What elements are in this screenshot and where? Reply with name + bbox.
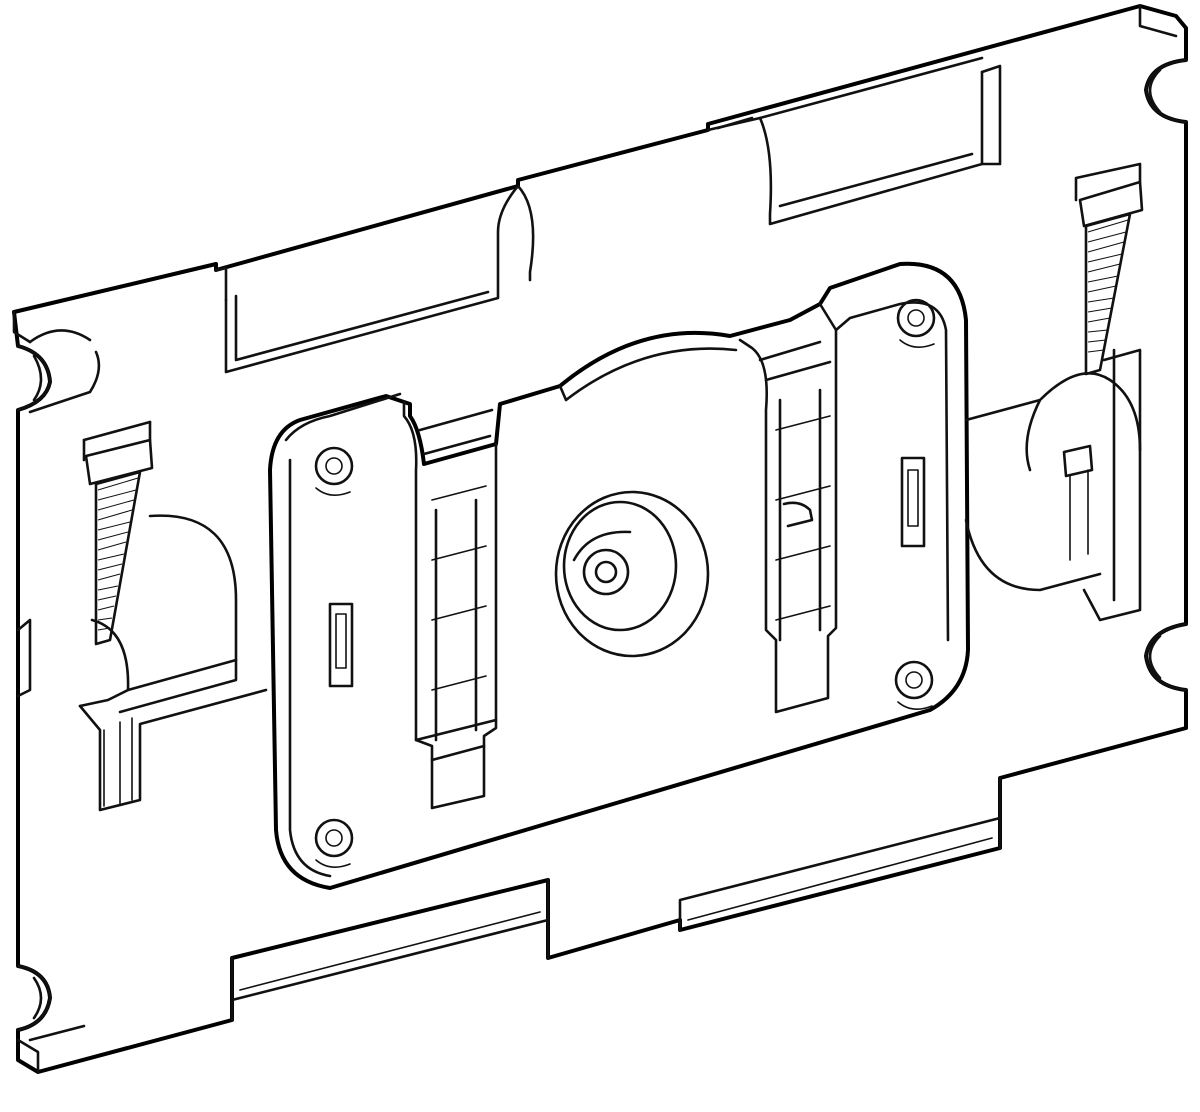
base-plate — [12, 4, 1188, 1074]
top-rail — [224, 56, 1002, 374]
slot-indicators — [328, 456, 926, 688]
bottom-rail — [230, 776, 1002, 1002]
left-spring-clip — [16, 420, 268, 812]
corner-slots — [16, 58, 1188, 1042]
right-spring-clip — [964, 162, 1144, 622]
center-bushing — [554, 490, 710, 658]
screw-holes — [314, 298, 936, 868]
center-carrier — [268, 261, 970, 890]
